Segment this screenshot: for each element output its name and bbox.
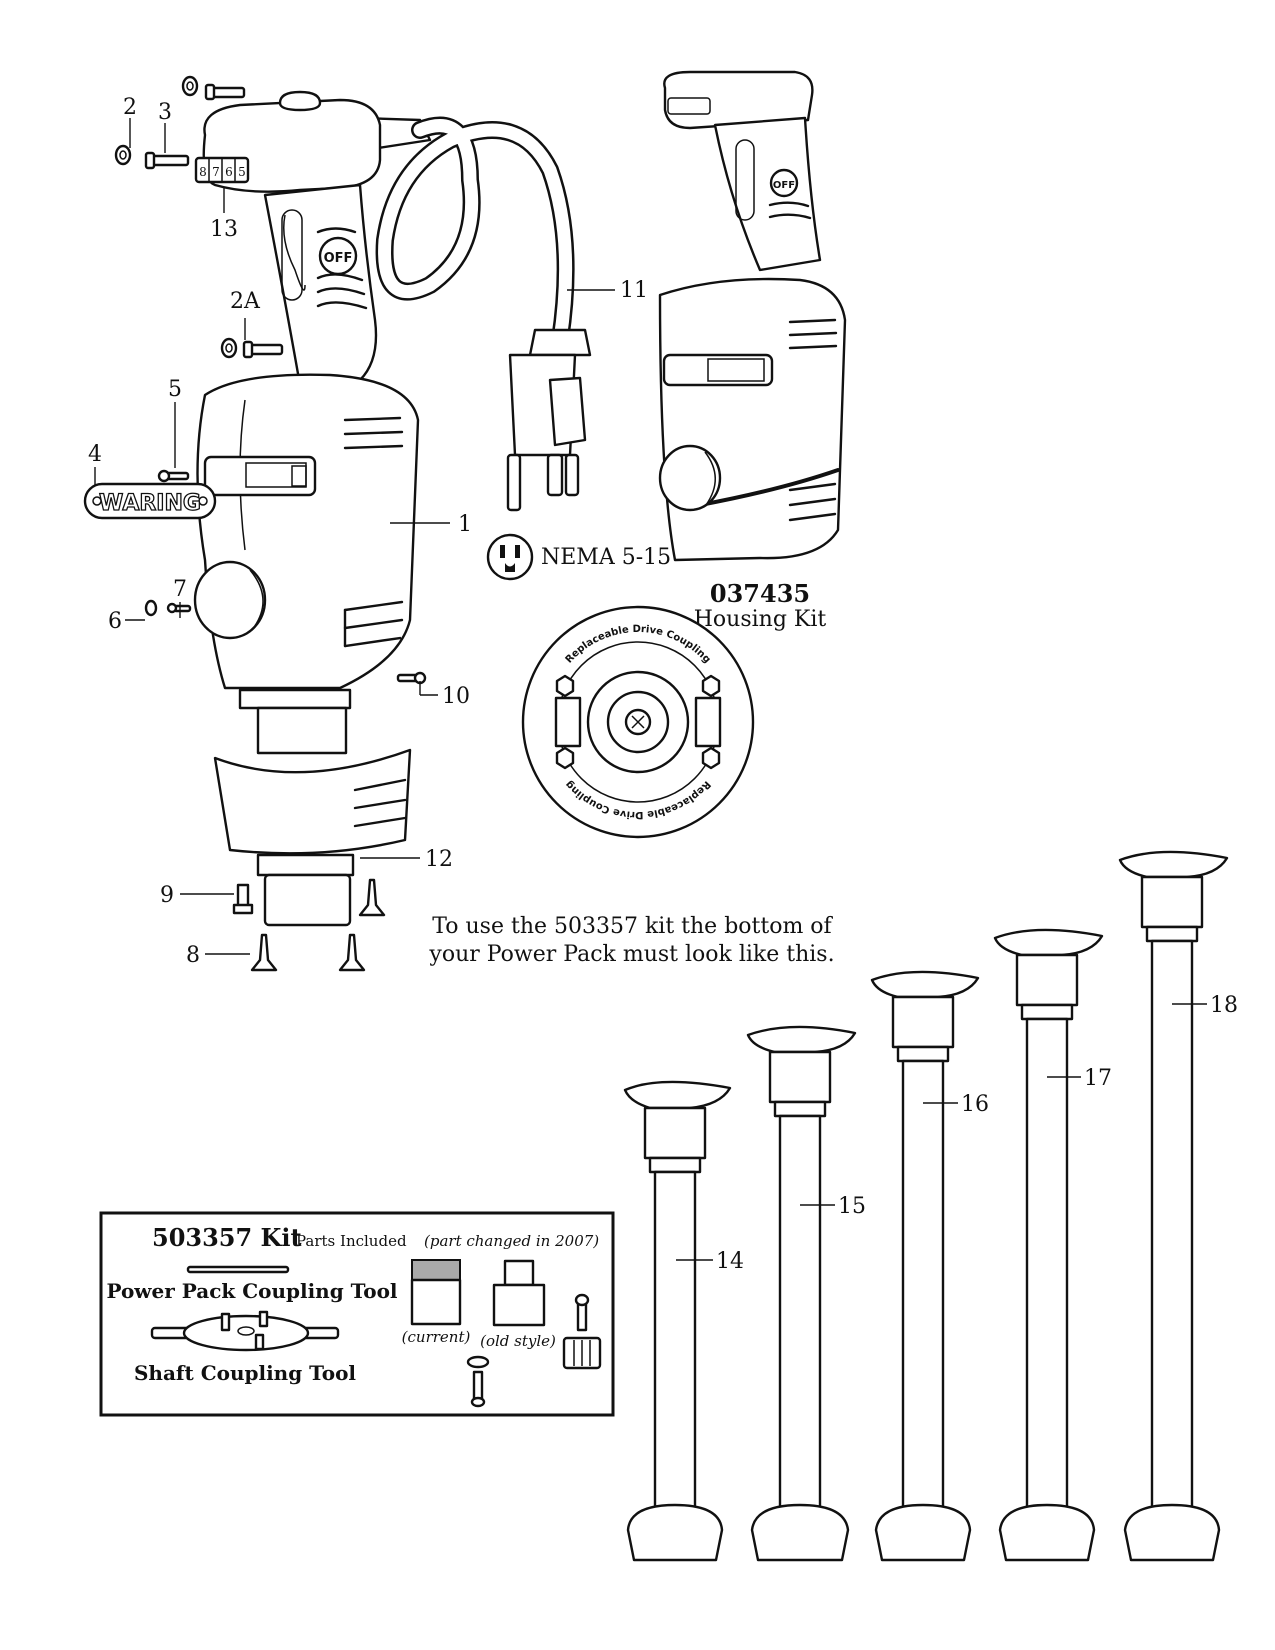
old-style-label: (old style) [480,1332,556,1350]
callout-8: 8 [186,943,200,968]
svg-text:OFF: OFF [773,180,795,191]
off-switch: OFF [318,236,358,276]
kit-hardware-icons [466,1293,602,1408]
callout-1: 1 [458,512,472,537]
kit-note: (part changed in 2007) [424,1232,599,1250]
callout-12: 12 [425,847,453,872]
callout-11: 11 [620,278,648,303]
kit-parts-included: Parts Included [296,1232,407,1250]
callout-2: 2 [123,95,137,120]
svg-text:OFF: OFF [324,251,353,266]
housing-kit-label: Housing Kit [694,607,827,632]
callout-17: 17 [1084,1066,1112,1091]
nema-label: NEMA 5-15 [541,545,671,570]
callout-2a: 2A [230,289,261,314]
shaft-tool-icon [150,1310,340,1352]
callout-13: 13 [210,217,238,242]
svg-text:WARING: WARING [99,491,201,516]
speed-dial: 8 7 6 5 [194,156,250,184]
callout-7: 7 [173,577,187,602]
callout-10: 10 [442,684,470,709]
current-coupling-icon [410,1259,462,1326]
callout-3: 3 [158,100,172,125]
callout-14: 14 [716,1249,744,1274]
callout-5: 5 [168,377,182,402]
hardware [114,75,427,972]
shaft-tool-label: Shaft Coupling Tool [134,1361,356,1385]
kit-title: 503357 Kit [152,1223,302,1252]
svg-text:8: 8 [199,165,207,179]
power-pack-tool-label: Power Pack Coupling Tool [106,1279,397,1303]
old-style-coupling-icon [492,1259,546,1327]
power-unit-assembly: OFF 8 7 6 5 [83,90,432,927]
kit-box: 503357 Kit Parts Included (part changed … [99,1211,615,1417]
callout-numbers: 2 3 13 2A 5 4 1 6 7 10 11 12 9 8 14 15 1… [88,95,1238,1274]
leader-lines [94,118,1207,1261]
drive-coupling-illustration: Replaceable Drive Coupling Replaceable D… [521,605,755,839]
coupling-caption-line1: To use the 503357 kit the bottom of [432,914,833,939]
shaft-16 [870,970,980,1562]
shaft-15 [746,1025,857,1562]
svg-text:5: 5 [238,165,246,179]
current-label: (current) [402,1328,471,1346]
housing-kit-part-number: 037435 [710,579,810,608]
power-pack-tool-icon [186,1265,290,1274]
svg-text:7: 7 [212,165,220,179]
shaft-17 [993,928,1104,1562]
shaft-assemblies [623,850,1229,1562]
coupling-caption-line2: your Power Pack must look like this. [428,942,834,967]
shaft-18 [1118,850,1229,1562]
callout-6: 6 [108,609,122,634]
callout-18: 18 [1210,993,1238,1018]
svg-text:6: 6 [225,165,233,179]
waring-logo: WARING [83,482,217,520]
callout-16: 16 [961,1092,989,1117]
shaft-14 [623,1080,732,1562]
nema-receptacle-icon [486,533,534,581]
callout-15: 15 [838,1194,866,1219]
callout-9: 9 [160,883,174,908]
housing-kit-illustration: OFF [658,70,847,562]
power-cord [375,116,592,512]
callout-4: 4 [88,442,102,467]
